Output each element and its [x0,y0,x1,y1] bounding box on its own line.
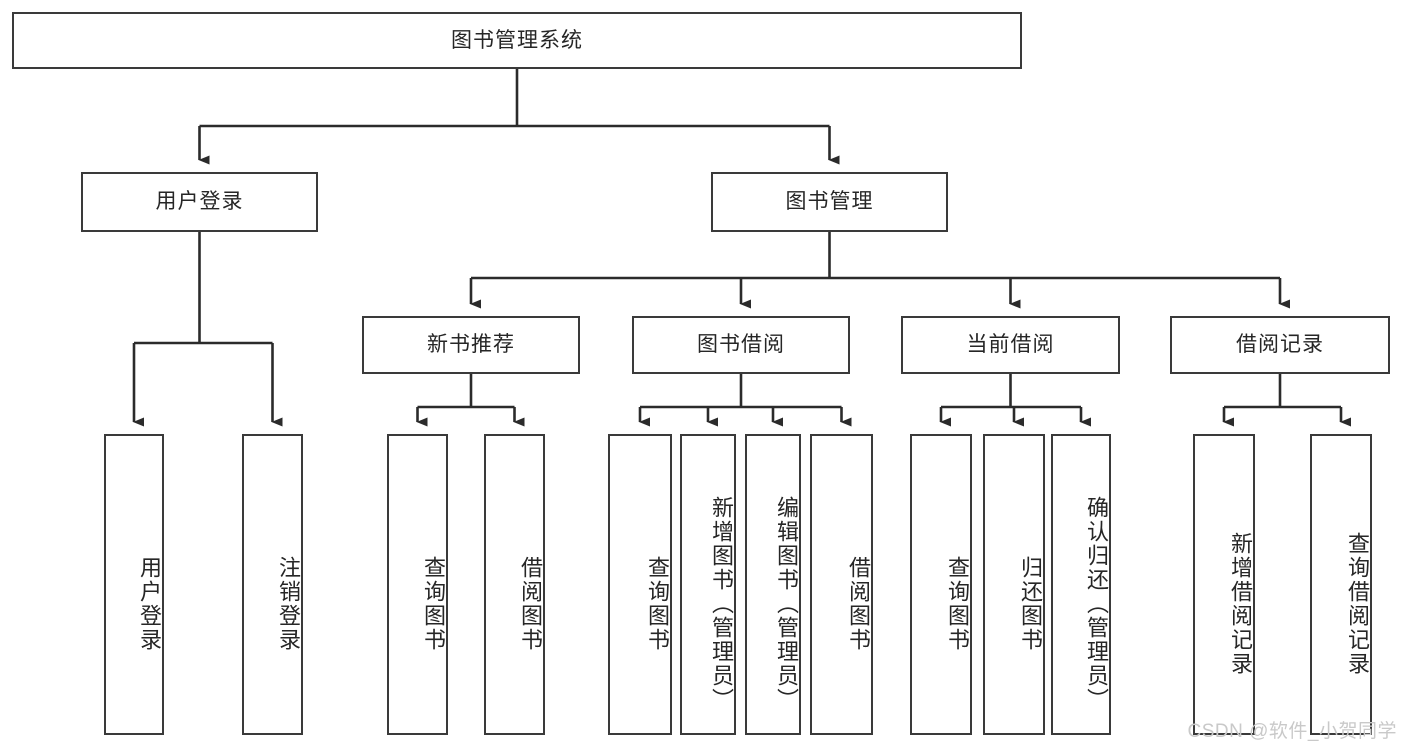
node-label: 借阅图书 [846,555,871,652]
node-label: 图书借阅 [697,333,785,357]
node-leaf-borrow-edit[interactable]: 编辑图书（管理员） [745,434,801,735]
node-login[interactable]: 用户登录 [81,172,318,232]
watermark-text: CSDN @软件_小贺同学 [1187,721,1397,742]
node-label: 查询图书 [421,555,446,652]
node-label: 用户登录 [155,190,244,214]
node-leaf-new-query[interactable]: 查询图书 [387,434,448,735]
node-label: 新增图书（管理员） [709,495,734,712]
node-label: 新书推荐 [427,333,515,357]
node-label: 用户登录 [137,555,162,652]
node-leaf-current-return[interactable]: 归还图书 [983,434,1045,735]
node-bookmgmt[interactable]: 图书管理 [711,172,948,232]
node-label: 借阅记录 [1236,333,1324,357]
node-leaf-user-login[interactable]: 用户登录 [104,434,164,735]
node-borrow[interactable]: 图书借阅 [632,316,850,374]
node-leaf-current-query[interactable]: 查询图书 [910,434,972,735]
node-label: 归还图书 [1018,555,1043,652]
node-leaf-record-add[interactable]: 新增借阅记录 [1193,434,1255,735]
node-label: 确认归还（管理员） [1084,495,1109,712]
node-leaf-borrow-query[interactable]: 查询图书 [608,434,672,735]
node-leaf-user-logout[interactable]: 注销登录 [242,434,303,735]
node-leaf-record-query[interactable]: 查询借阅记录 [1310,434,1372,735]
node-label: 新增借阅记录 [1228,531,1253,676]
node-leaf-current-confirm[interactable]: 确认归还（管理员） [1051,434,1111,735]
node-label: 查询图书 [645,555,670,652]
node-root[interactable]: 图书管理系统 [12,12,1022,69]
node-leaf-borrow-lend[interactable]: 借阅图书 [810,434,873,735]
node-current[interactable]: 当前借阅 [901,316,1120,374]
node-label: 查询图书 [945,555,970,652]
node-label: 编辑图书（管理员） [774,495,799,712]
node-label: 查询借阅记录 [1345,531,1370,676]
node-records[interactable]: 借阅记录 [1170,316,1390,374]
node-label: 当前借阅 [966,333,1055,357]
node-label: 借阅图书 [518,555,543,652]
node-leaf-borrow-add[interactable]: 新增图书（管理员） [680,434,736,735]
node-leaf-new-borrow[interactable]: 借阅图书 [484,434,545,735]
node-label: 注销登录 [276,555,301,652]
node-newbook[interactable]: 新书推荐 [362,316,580,374]
node-label: 图书管理系统 [451,28,583,52]
node-label: 图书管理 [785,190,874,214]
